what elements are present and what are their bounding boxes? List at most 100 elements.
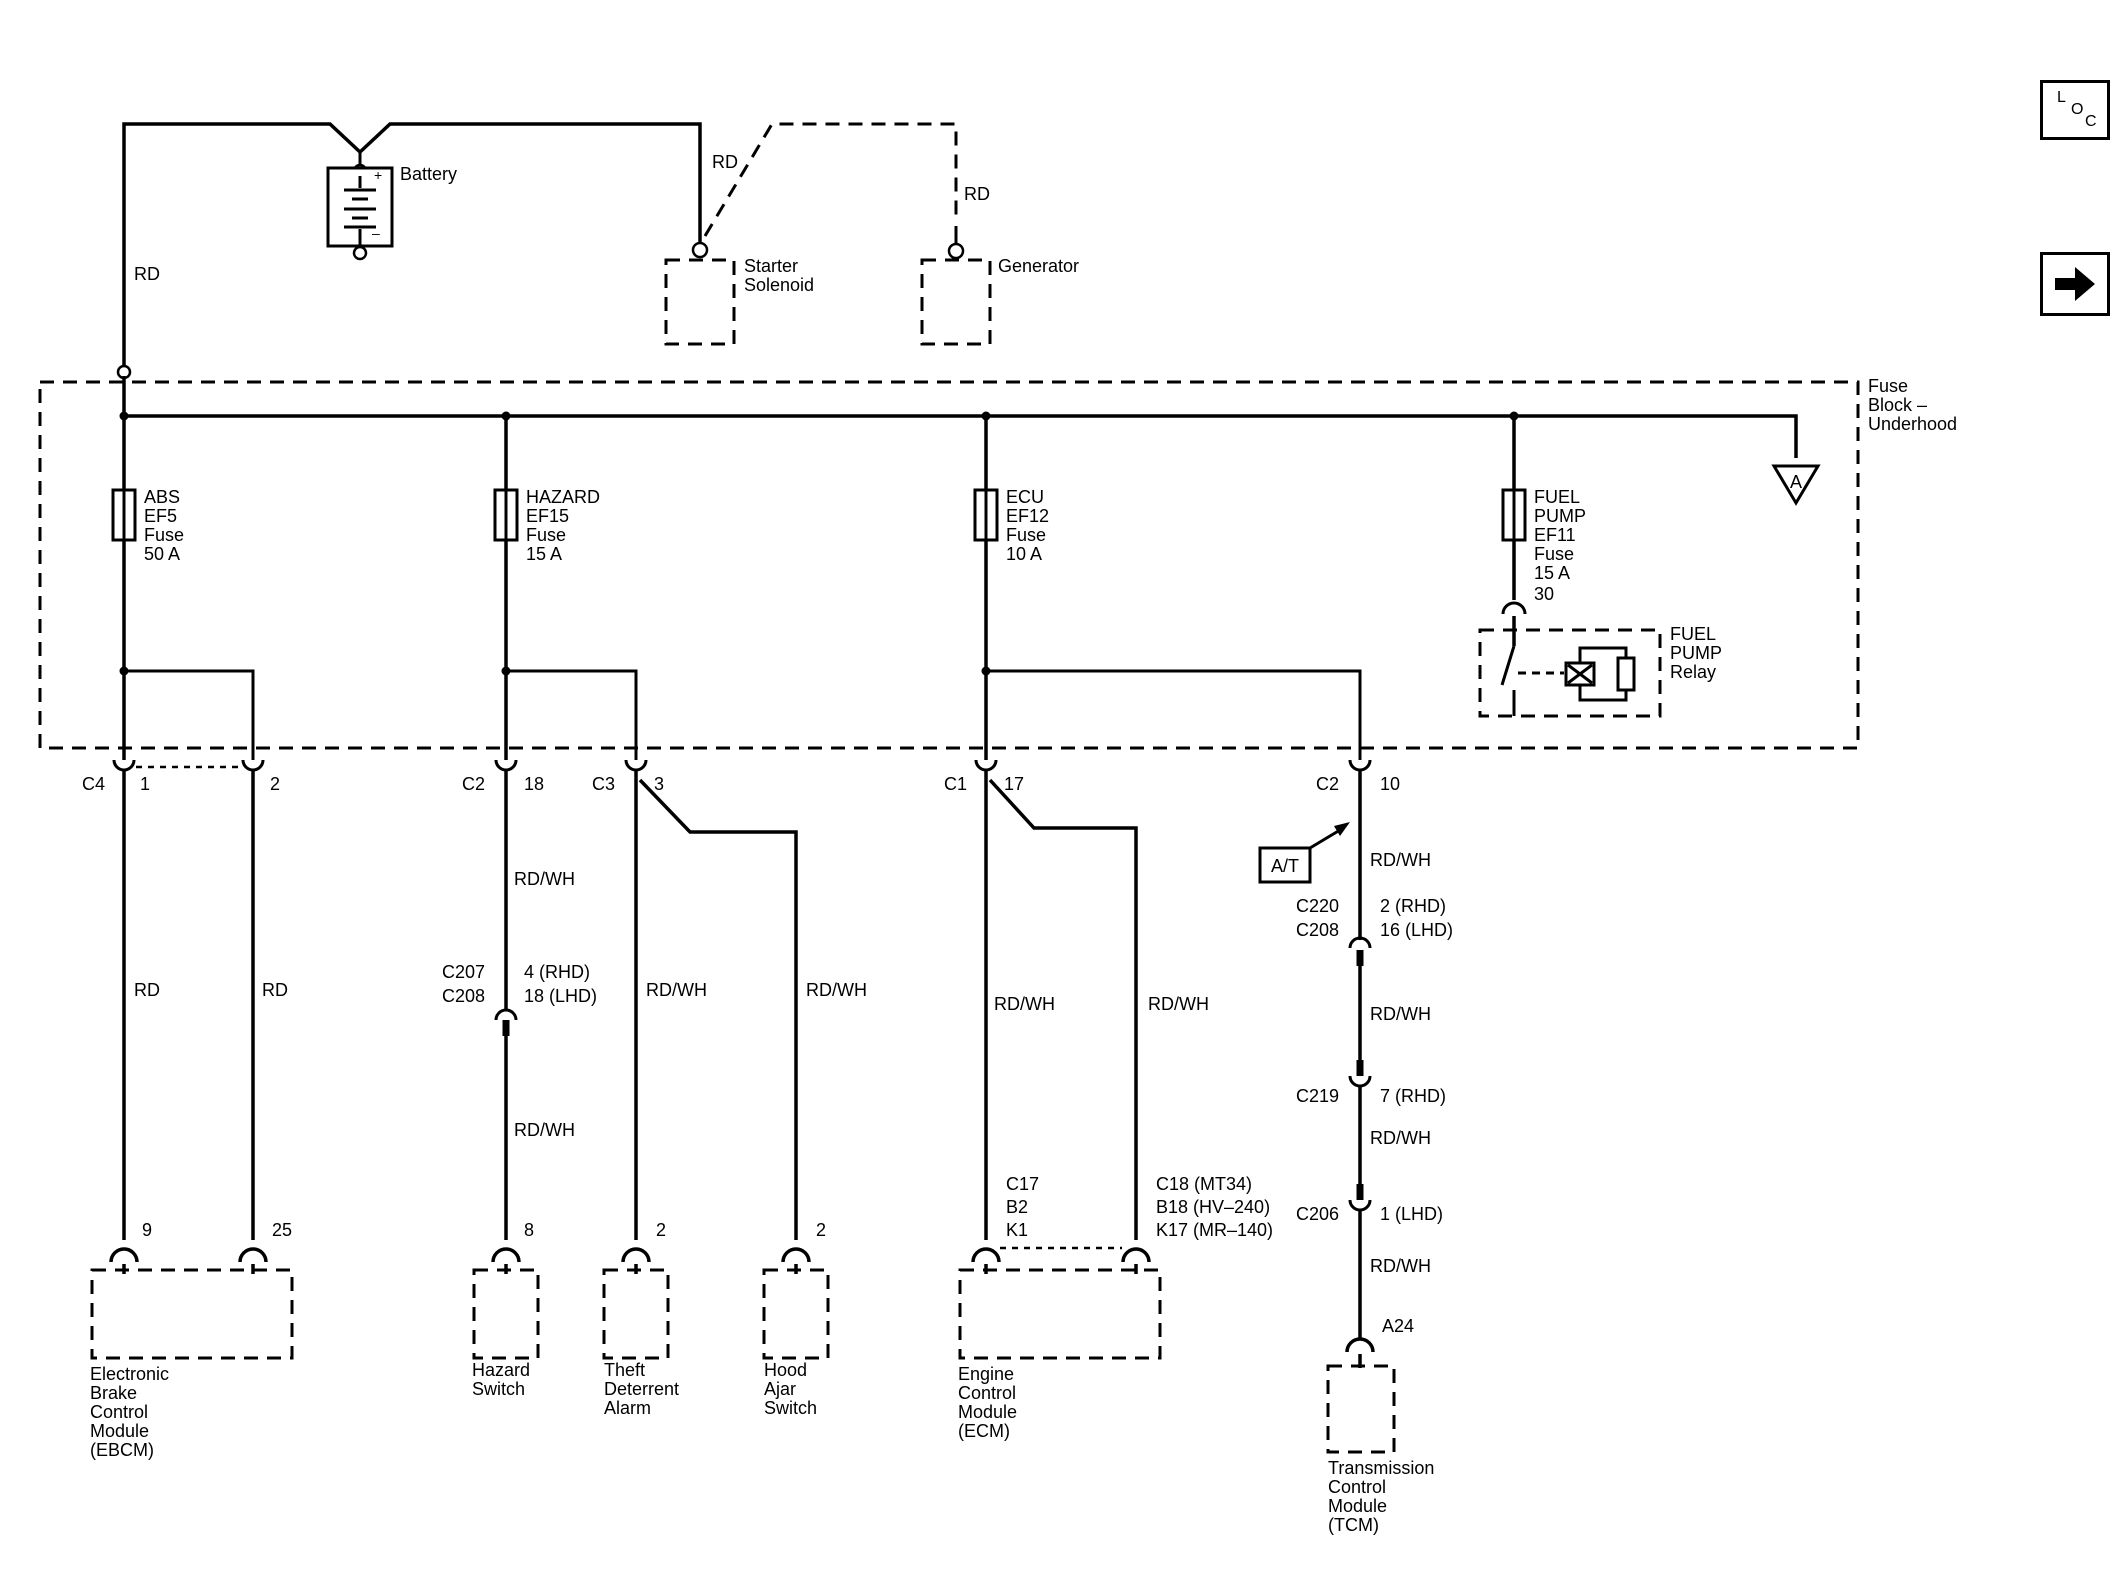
module-pin: 25 [272, 1220, 292, 1240]
hazard-switch [472, 1247, 540, 1360]
starter-solenoid [664, 241, 736, 346]
svg-text:A/T: A/T [1271, 856, 1299, 876]
fuse-label-abs: EF5 [144, 506, 177, 526]
connector-pin: 18 (LHD) [524, 986, 597, 1006]
battery-feed [116, 122, 702, 380]
connector-c2: C2 [462, 774, 485, 794]
fuse-label-hazard: Fuse [526, 525, 566, 545]
battery-label: Battery [400, 164, 457, 184]
svg-text:–: – [372, 225, 380, 241]
module-pin: 8 [524, 1220, 534, 1240]
module-pin: 2 [656, 1220, 666, 1240]
connector-c207: C207 [442, 962, 485, 982]
module-label-tcm: Transmission [1328, 1458, 1434, 1478]
connector-c206: C206 [1296, 1204, 1339, 1224]
connector-pin: 17 [1004, 774, 1024, 794]
module-pin: K17 (MR–140) [1156, 1220, 1273, 1240]
fuse-label-fuel: FUEL [1534, 487, 1580, 507]
module-label-hood: Switch [764, 1398, 817, 1418]
module-pin: K1 [1006, 1220, 1028, 1240]
module-label-ebcm: Module [90, 1421, 149, 1441]
fuse-label-fuel: 15 A [1534, 563, 1570, 583]
wire-color-rd: RD [134, 264, 160, 284]
bus-bar [122, 376, 1798, 458]
wire-color-rd: RD [712, 152, 738, 172]
relay-label: Relay [1670, 662, 1716, 682]
fuse-label-abs: ABS [144, 487, 180, 507]
fuel-pump-relay [1478, 601, 1662, 718]
ground-ref-a: A [1771, 464, 1821, 506]
loc-letter-o: O [2071, 101, 2084, 118]
fuse-label-ecu: Fuse [1006, 525, 1046, 545]
fuse-label-hazard: 15 A [526, 544, 562, 564]
connector-pin: 7 (RHD) [1380, 1086, 1446, 1106]
wire-color-rdwh: RD/WH [1370, 1128, 1431, 1148]
connector-c219: C219 [1296, 1086, 1339, 1106]
tcm-module [1326, 1337, 1396, 1454]
module-label-ebcm: Brake [90, 1383, 137, 1403]
ecu-fuse [973, 416, 999, 760]
module-label-theft: Theft [604, 1360, 645, 1380]
module-pin: B2 [1006, 1197, 1028, 1217]
fuse-label-ecu: ECU [1006, 487, 1044, 507]
next-page-button[interactable] [2040, 252, 2110, 316]
module-pin: A24 [1382, 1316, 1414, 1336]
connector-c208: C208 [1296, 920, 1339, 940]
abs-fuse [111, 416, 137, 760]
module-pin: 9 [142, 1220, 152, 1240]
fuse-block-outline [38, 380, 1860, 750]
hood-ajar-switch [762, 1247, 830, 1360]
module-label-hood: Ajar [764, 1379, 796, 1399]
connector-c220: C220 [1296, 896, 1339, 916]
connector-pin: 1 (LHD) [1380, 1204, 1443, 1224]
loc-letter-l: L [2057, 89, 2066, 106]
fuse-label-fuel: Fuse [1534, 544, 1574, 564]
module-label-ecm: Module [958, 1402, 1017, 1422]
wire-color-rdwh: RD/WH [1370, 1256, 1431, 1276]
connector-c208: C208 [442, 986, 485, 1006]
svg-text:+: + [374, 167, 382, 183]
module-label-hazard: Hazard [472, 1360, 530, 1380]
connector-c4: C4 [82, 774, 105, 794]
module-label-theft: Alarm [604, 1398, 651, 1418]
connector-pin: 10 [1380, 774, 1400, 794]
module-label-ebcm: (EBCM) [90, 1440, 154, 1460]
hazard-fuse [493, 416, 519, 760]
connector-pin: 4 (RHD) [524, 962, 590, 982]
location-button[interactable]: L O C [2040, 80, 2110, 140]
ecm-module [958, 1246, 1162, 1360]
connector-c2: C2 [1316, 774, 1339, 794]
module-label-ecm: Control [958, 1383, 1016, 1403]
connector-pin: 2 (RHD) [1380, 896, 1446, 916]
fuse-block-label: Underhood [1868, 414, 1957, 434]
starter-label: Starter [744, 256, 798, 276]
module-pin: C18 (MT34) [1156, 1174, 1252, 1194]
relay-label: PUMP [1670, 643, 1722, 663]
fuse-block-label: Block – [1868, 395, 1927, 415]
connector-pin: 1 [140, 774, 150, 794]
connector-c3: C3 [592, 774, 615, 794]
battery-symbol: + – [326, 152, 394, 261]
wire-color-rdwh: RD/WH [1370, 850, 1431, 870]
wire-color-rdwh: RD/WH [1370, 1004, 1431, 1024]
fuse-label-hazard: HAZARD [526, 487, 600, 507]
connector-symbols [112, 759, 1372, 772]
generator-label: Generator [998, 256, 1079, 276]
wire-color-rdwh: RD/WH [806, 980, 867, 1000]
module-pin: B18 (HV–240) [1156, 1197, 1270, 1217]
module-label-ecm: Engine [958, 1364, 1014, 1384]
ebcm-module [90, 1247, 294, 1360]
module-label-tcm: Module [1328, 1496, 1387, 1516]
fuse-label-hazard: EF15 [526, 506, 569, 526]
fuse-label-ecu: EF12 [1006, 506, 1049, 526]
fuse-label-abs: Fuse [144, 525, 184, 545]
fuse-label-ecu: 10 A [1006, 544, 1042, 564]
wire-color-rd: RD [134, 980, 160, 1000]
wire-color-rdwh: RD/WH [994, 994, 1055, 1014]
loc-letter-c: C [2085, 113, 2097, 130]
fuse-label-fuel: 30 [1534, 584, 1554, 604]
wire-color-rdwh: RD/WH [514, 1120, 575, 1140]
wire-color-rd: RD [964, 184, 990, 204]
module-label-hood: Hood [764, 1360, 807, 1380]
wire-color-rdwh: RD/WH [514, 869, 575, 889]
